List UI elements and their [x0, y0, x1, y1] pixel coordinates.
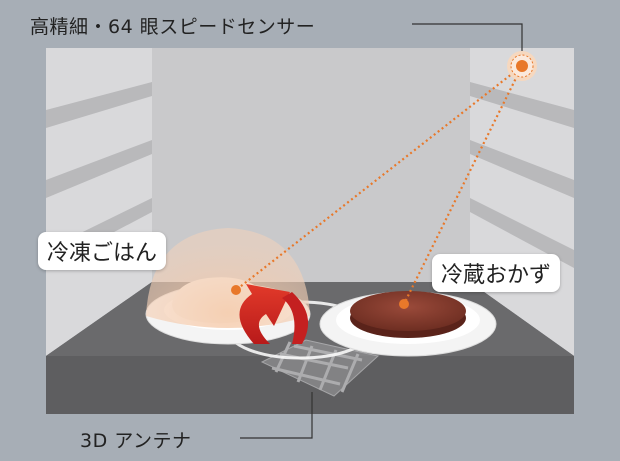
antenna-leader-line [240, 392, 313, 439]
sensor-beams [235, 65, 523, 305]
hamburg-dish [319, 291, 497, 357]
hamburg-steak [350, 291, 466, 331]
hamburg-sense-point [399, 299, 409, 309]
hamburg-callout: 冷蔵おかず [432, 254, 561, 292]
sensor-leader-line [412, 23, 523, 51]
heating-arrow-icon [239, 284, 309, 344]
sensor-label: 高精細・64 眼スピードセンサー [30, 16, 316, 38]
rice-sense-point [231, 285, 241, 295]
antenna-label: 3D アンテナ [80, 430, 192, 452]
oven-right-rails [470, 82, 574, 268]
sensor-icon [507, 51, 537, 81]
rice-callout: 冷凍ごはん [38, 232, 167, 270]
oven-left-wall [46, 48, 152, 356]
